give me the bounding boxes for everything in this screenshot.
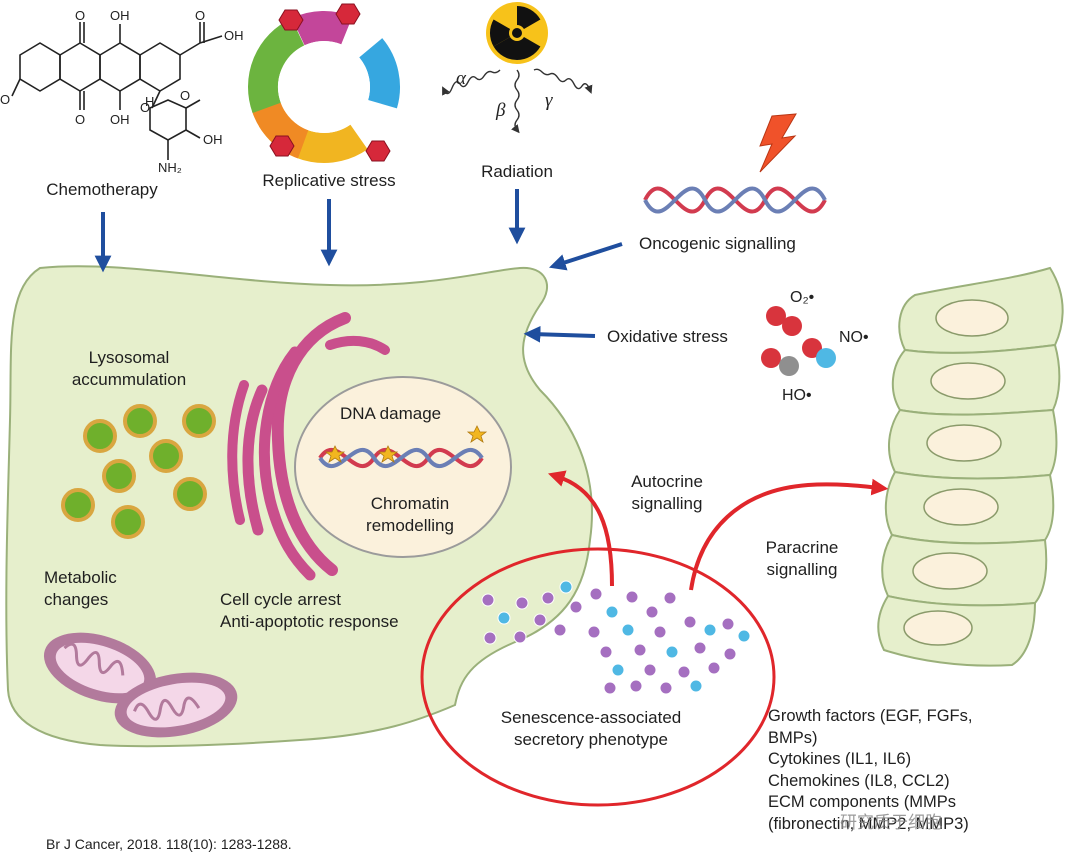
- mitochondria: [43, 632, 238, 738]
- svg-text:O: O: [75, 112, 85, 127]
- svg-text:OH: OH: [110, 112, 130, 127]
- sasp-factor-list: Growth factors (EGF, FGFs, BMPs) Cytokin…: [768, 706, 972, 835]
- alpha-label: α: [456, 68, 467, 89]
- svg-text:O: O: [140, 100, 150, 115]
- gamma-label: γ: [545, 90, 553, 111]
- svg-text:OH: OH: [203, 132, 223, 147]
- no-label: NO•: [839, 329, 869, 346]
- replicative-stress-label: Replicative stress: [262, 171, 396, 190]
- svg-text:OH: OH: [110, 8, 130, 23]
- chromatin-remodelling-label: Chromatin remodelling: [366, 494, 454, 535]
- chemotherapy-structure-icon: [11, 22, 223, 160]
- nucleus-dna-icon: [318, 448, 484, 468]
- damage-star-icon: [324, 425, 488, 463]
- beta-label: β: [495, 100, 506, 121]
- svg-text:O: O: [0, 92, 10, 107]
- lysosomal-label: Lysosomal accummulation: [71, 348, 187, 389]
- golgi-apparatus: [227, 312, 390, 581]
- cell-cycle-arrest-label: Cell cycle arrest: [220, 590, 341, 609]
- svg-text:OH: OH: [224, 28, 244, 43]
- metabolic-changes-label: Metabolic changes: [44, 568, 117, 609]
- dna-damage-label: DNA damage: [340, 404, 442, 423]
- sasp-factor: BMPs): [768, 728, 818, 747]
- sasp-vesicles: [481, 580, 751, 695]
- svg-text:O: O: [75, 8, 85, 23]
- sasp-label: Senescence-associated secretory phenotyp…: [500, 708, 682, 749]
- sasp-factor: Cytokines (IL1, IL6): [768, 750, 912, 768]
- chemotherapy-structure-text: O O OH OH O OH O H O O OH NH₂: [0, 8, 244, 175]
- sasp-factor: (fibronectin, MMP2, MMP3): [768, 814, 969, 833]
- oxidative-stress-label: Oxidative stress: [607, 327, 728, 346]
- sasp-factor: ECM components (MMPs: [768, 793, 956, 811]
- svg-text:O: O: [180, 88, 190, 103]
- nucleus: [294, 376, 512, 558]
- stressor-arrows: [94, 189, 623, 343]
- radiation-rays: [442, 68, 593, 134]
- radiation-icon: [486, 2, 548, 64]
- lightning-icon: [759, 113, 797, 173]
- sasp-boundary: [420, 547, 776, 807]
- signalling-arrows: [547, 470, 889, 591]
- sasp-factor: Growth factors (EGF, FGFs,: [768, 707, 973, 725]
- svg-text:H: H: [145, 94, 154, 109]
- radiation-label: Radiation: [481, 162, 553, 181]
- oncogenic-dna-icon: [643, 186, 827, 214]
- citation: Br J Cancer, 2018. 118(10): 1283-1288.: [46, 836, 292, 852]
- chemotherapy-label: Chemotherapy: [46, 180, 158, 199]
- epithelial-nuclei: [903, 299, 1009, 646]
- lysosomes: [61, 404, 216, 539]
- replicative-stress-ring-icon: [248, 3, 401, 163]
- o2-label: O₂•: [790, 289, 814, 306]
- svg-text:O: O: [195, 8, 205, 23]
- svg-text:NH₂: NH₂: [158, 160, 182, 175]
- anti-apoptotic-label: Anti-apoptotic response: [220, 612, 399, 631]
- ros-molecules-icon: [761, 306, 836, 376]
- oncogenic-signalling-label: Oncogenic signalling: [639, 234, 796, 253]
- ho-label: HO•: [782, 387, 812, 404]
- sasp-factor: Chemokines (IL8, CCL2): [768, 771, 950, 790]
- paracrine-signalling-label: Paracrine signalling: [765, 538, 839, 579]
- autocrine-signalling-label: Autocrine signalling: [631, 472, 703, 513]
- watermark: 研究质于细胞: [840, 813, 942, 832]
